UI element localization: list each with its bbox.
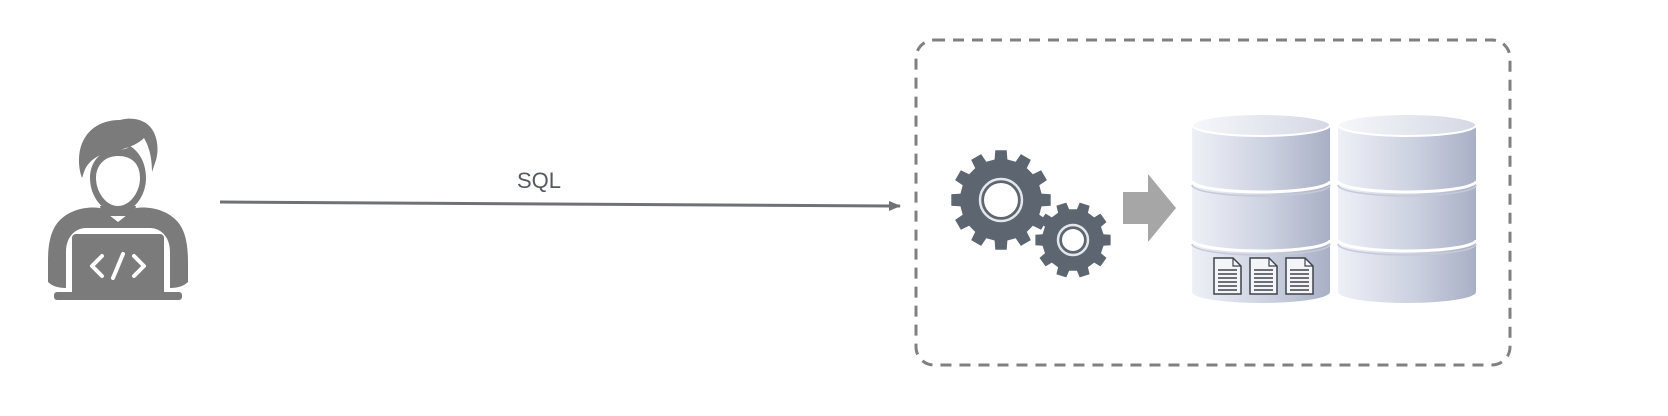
database-cylinder bbox=[1336, 113, 1478, 303]
arrow-right-icon bbox=[1123, 174, 1176, 242]
gear-large bbox=[951, 150, 1051, 250]
developer-laptop-icon bbox=[48, 118, 188, 300]
document-icon bbox=[1285, 257, 1314, 295]
gears-icon bbox=[951, 150, 1111, 278]
connector-line bbox=[219, 200, 901, 211]
document-icon bbox=[1249, 257, 1278, 295]
gear-small bbox=[1035, 202, 1111, 278]
system-boundary bbox=[914, 38, 1512, 367]
code-glyph-icon bbox=[90, 252, 146, 280]
document-icon bbox=[1213, 257, 1242, 295]
database-cylinder bbox=[1190, 113, 1332, 303]
sql-connector: SQL bbox=[219, 168, 901, 211]
connector-label: SQL bbox=[517, 168, 561, 193]
database-stack-icon bbox=[1190, 113, 1478, 303]
